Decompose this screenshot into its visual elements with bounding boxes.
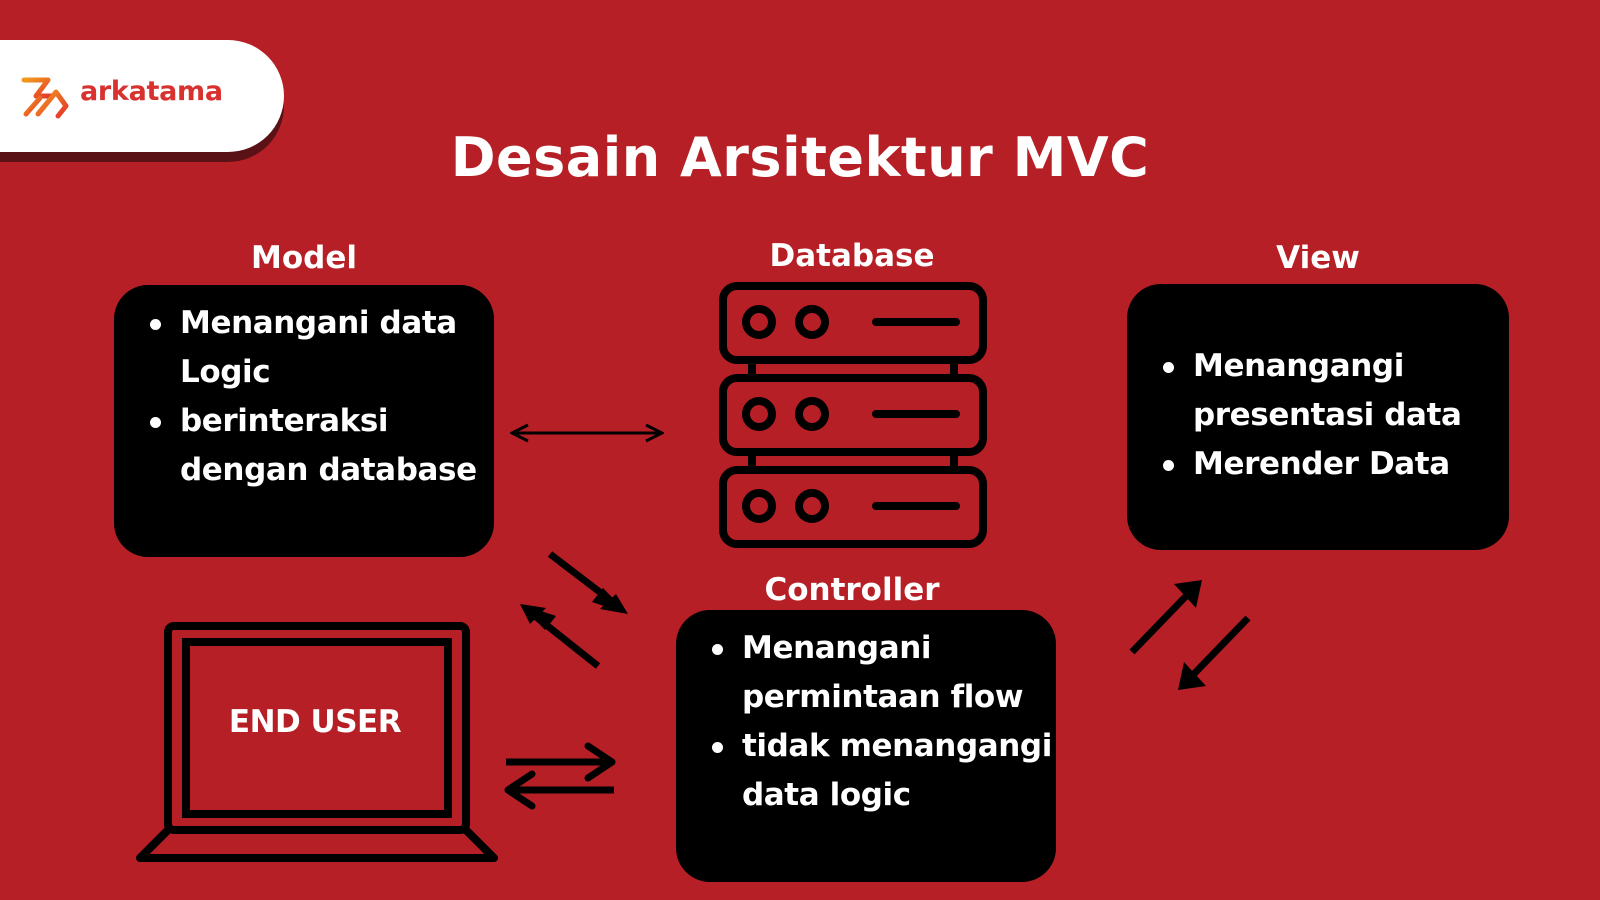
controller-box: Menangani permintaan flow tidak menangan… — [676, 610, 1056, 882]
model-item: Menangani data Logic — [146, 299, 494, 397]
controller-to-view-arrow — [1129, 589, 1193, 655]
view-item: Merender Data — [1159, 440, 1509, 489]
controller-to-model-arrowhead-fill — [520, 604, 556, 630]
controller-label: Controller — [764, 572, 940, 608]
end-user-label: END USER — [228, 704, 402, 740]
controller-item: tidak menangangi data logic — [708, 722, 1056, 820]
view-to-controller-arrow — [1187, 615, 1251, 681]
server-stack-icon — [719, 282, 987, 548]
model-item: berinteraksi dengan database — [146, 397, 494, 495]
database-label: Database — [769, 238, 935, 274]
view-item: Menangangi presentasi data — [1159, 342, 1509, 440]
arkatama-logo-icon — [21, 77, 69, 119]
brand-name: arkatama — [80, 76, 223, 107]
controller-to-view-arrowhead — [1174, 580, 1202, 608]
controller-item: Menangani permintaan flow — [708, 624, 1056, 722]
controller-to-enduser-arrowhead — [504, 770, 536, 810]
enduser-to-controller-arrowhead — [584, 742, 616, 782]
model-label: Model — [251, 240, 357, 276]
page-title: Desain Arsitektur MVC — [450, 126, 1150, 189]
model-to-controller-arrowhead-fill — [592, 588, 628, 614]
view-label: View — [1276, 240, 1360, 276]
model-box: Menangani data Logic berinteraksi dengan… — [114, 285, 494, 557]
laptop-icon — [136, 622, 498, 862]
view-box: Menangangi presentasi data Merender Data — [1127, 284, 1509, 550]
view-to-controller-arrowhead — [1178, 662, 1206, 690]
